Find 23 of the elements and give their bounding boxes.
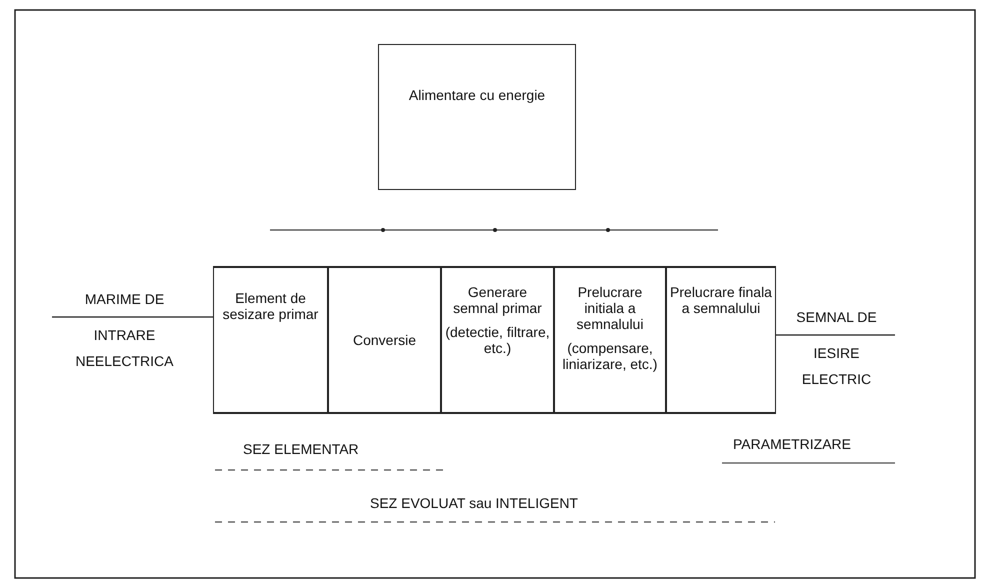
signal-label: IESIRE ELECTRIC	[800, 344, 872, 389]
signal-line	[776, 334, 895, 336]
block-title: Conversie	[352, 332, 418, 348]
process-cell	[328, 266, 441, 414]
process-cell	[213, 266, 328, 414]
process-cell	[441, 266, 554, 414]
process-cell	[666, 266, 776, 414]
process-box	[378, 44, 576, 190]
block-title: Prelucrare finala a semnalului	[669, 284, 773, 316]
block-note: (compensare, liniarizare, etc.)	[562, 340, 658, 372]
block-title: Element de sesizare primar	[222, 290, 320, 322]
section-label: SEZ ELEMENTAR	[243, 441, 359, 457]
signal-label: INTRARE NEELECTRICA	[74, 326, 175, 371]
process-cell	[554, 266, 666, 414]
section-label: SEZ EVOLUAT sau INTELIGENT	[370, 495, 578, 511]
block-title: Alimentare cu energie	[408, 86, 546, 105]
signal-label: SEMNAL DE	[795, 308, 878, 327]
block-title: Prelucrare initiala a semnalului	[576, 284, 644, 332]
block-note: (detectie, filtrare, etc.)	[444, 324, 551, 356]
signal-label: MARIME DE	[84, 290, 166, 309]
section-label: PARAMETRIZARE	[733, 436, 851, 452]
signal-line	[52, 316, 213, 318]
block-title: Generare semnal primar	[452, 284, 543, 316]
